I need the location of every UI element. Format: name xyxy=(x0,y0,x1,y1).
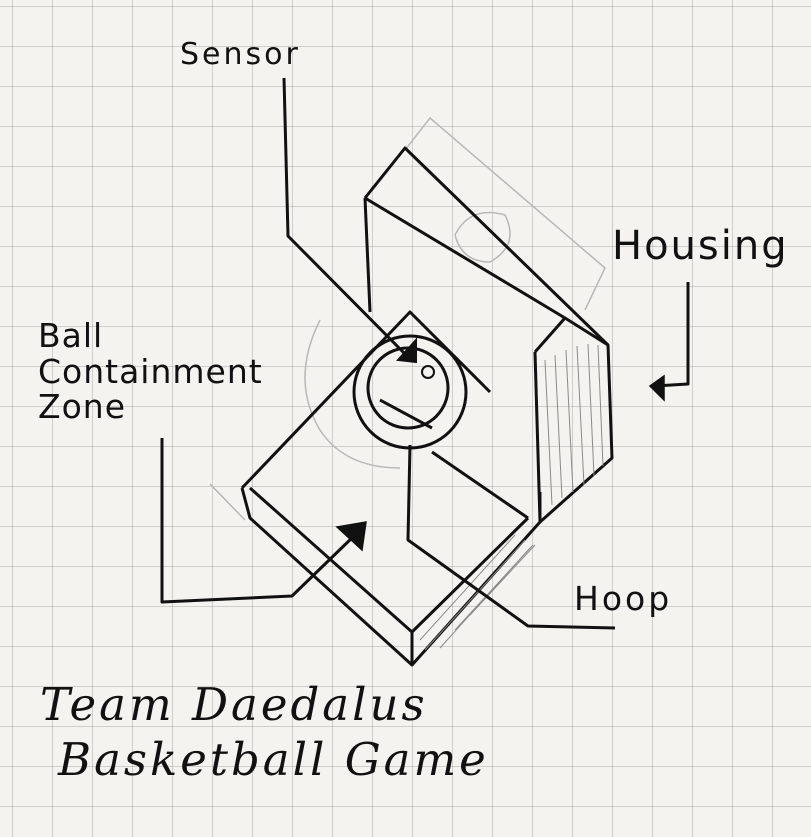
housing-outline xyxy=(365,148,612,522)
sketch-title: Team Daedalus Basketball Game xyxy=(40,678,489,788)
hoop-label: Hoop xyxy=(574,582,672,615)
containment-zone-label: Ball Containment Zone xyxy=(38,318,338,425)
housing-shading xyxy=(545,344,603,505)
title-line-2: Basketball Game xyxy=(40,733,489,788)
tray-shading xyxy=(420,535,535,650)
title-line-1: Team Daedalus xyxy=(40,678,489,733)
housing-label: Housing xyxy=(612,226,789,266)
sensor-label: Sensor xyxy=(180,40,301,70)
sensor-marker xyxy=(398,340,434,378)
